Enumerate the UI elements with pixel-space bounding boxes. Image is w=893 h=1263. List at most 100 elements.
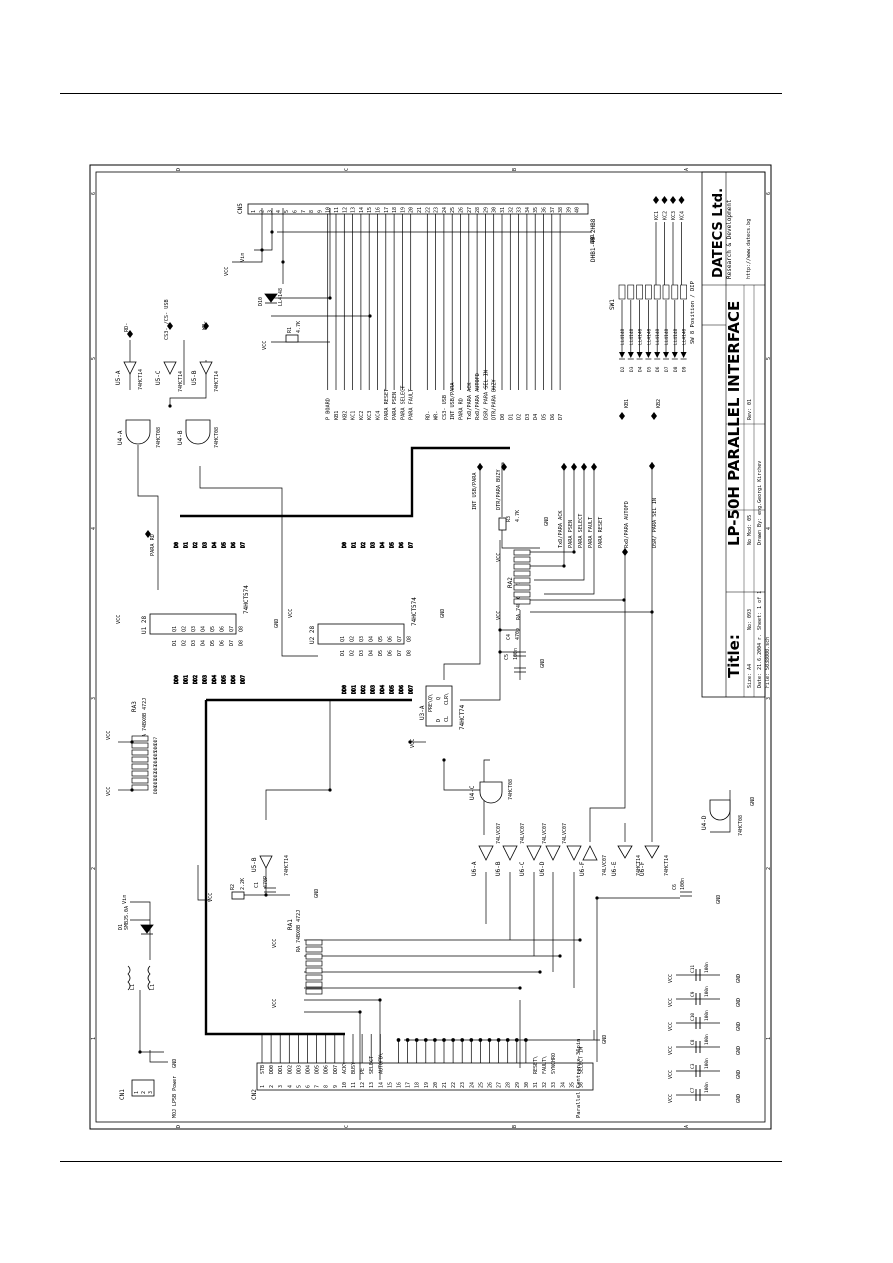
capacitor-symbol xyxy=(695,1041,701,1053)
cn5-signal-label: RxD/PARA AUTOFD xyxy=(475,373,481,420)
cn5-pin: 38 xyxy=(558,207,564,213)
array-resistor xyxy=(305,981,323,988)
net-label: GND xyxy=(440,609,446,618)
junction-dot xyxy=(260,248,264,252)
cn2-pin: 15 xyxy=(387,1082,393,1088)
capacitor-symbol xyxy=(695,993,701,1005)
gnd-label: GND xyxy=(736,1070,742,1079)
data-buses xyxy=(180,446,510,1036)
frame-row-top-C: C xyxy=(344,168,350,171)
net-port-icon xyxy=(591,463,597,471)
u1-dd-label: DD3 xyxy=(203,675,209,684)
diode-part: LL4148 xyxy=(655,328,661,345)
cn5-pin: 32 xyxy=(508,207,514,213)
cn2-pin: 9 xyxy=(333,1085,339,1088)
u2-d-label: D0 xyxy=(342,542,348,548)
cn5-pin: 25 xyxy=(450,207,456,213)
array-resistor xyxy=(305,939,323,946)
chip-u1: U1 28 74HCT574 Q1D1Q2D2Q3D3Q4D4Q5D5Q6D6Q… xyxy=(141,585,250,646)
junction-dot xyxy=(358,1010,362,1014)
u2-d-label: D4 xyxy=(380,542,386,548)
dip-switch-pole xyxy=(645,284,652,300)
cn2-pin: 21 xyxy=(442,1082,448,1088)
svg-text:U4-C: U4-C xyxy=(469,785,476,800)
svg-text:CN5: CN5 xyxy=(237,203,244,214)
cn5-signal-label: KB2 xyxy=(342,411,348,420)
cn2-pin: 5 xyxy=(296,1085,302,1088)
cap-value: 100n xyxy=(704,1034,710,1045)
array-resistor xyxy=(305,953,323,960)
sheet-size: Size: A4 xyxy=(747,664,753,688)
array-resistor xyxy=(131,749,149,756)
net-label: GND xyxy=(602,1035,608,1044)
array-resistor xyxy=(513,598,531,605)
chip-pin-d: D2 xyxy=(350,650,356,656)
junction-dot xyxy=(650,610,654,614)
buffer-u6e xyxy=(566,845,582,861)
chip-pin-d: D4 xyxy=(201,640,207,646)
junction-dot xyxy=(578,938,582,942)
capacitor-symbol xyxy=(695,1089,701,1101)
cn2-signal-label: SELECT xyxy=(369,1056,375,1074)
frame-col-left-4: 4 xyxy=(91,527,97,530)
cn5-pin: 13 xyxy=(351,207,357,213)
net-label: VCC xyxy=(224,267,230,276)
cn2-pin: 6 xyxy=(306,1085,312,1088)
net-port-icon xyxy=(145,530,151,538)
array-resistor xyxy=(131,735,149,742)
array-resistor xyxy=(513,549,531,556)
and-gate-u4d xyxy=(709,799,731,821)
net-port-icon xyxy=(477,463,483,471)
cn2-signal-label: RESET\ xyxy=(533,1056,539,1074)
svg-text:R1: R1 xyxy=(287,327,293,333)
svg-text:74HCT14: 74HCT14 xyxy=(664,855,670,876)
inverter-u6f xyxy=(644,845,660,859)
diode-ref: D7 xyxy=(664,366,670,372)
cn2-pin: 28 xyxy=(506,1082,512,1088)
array-resistor xyxy=(513,570,531,577)
array-net-label: DD2 xyxy=(153,772,159,780)
chip-pin-q: Q3 xyxy=(191,626,197,632)
net-port-icon xyxy=(678,196,685,204)
chip-pin-d: D5 xyxy=(378,650,384,656)
array-net-label: DD1 xyxy=(153,779,159,787)
vcc-label: VCC xyxy=(668,1046,674,1055)
cn5-pin: 29 xyxy=(483,207,489,213)
dip-switch-pole xyxy=(618,284,626,300)
net-port-icon xyxy=(622,548,628,556)
net-label: RD- xyxy=(124,323,130,332)
net-label: GND xyxy=(274,619,280,628)
net-port-icon xyxy=(661,196,668,204)
junction-dot xyxy=(622,598,626,602)
array-net-label: DD6 xyxy=(153,744,159,752)
cn5-pin: 6 xyxy=(293,210,299,213)
svg-text:L1: L1 xyxy=(130,984,136,990)
u2-dd-label: DD6 xyxy=(399,685,405,694)
svg-text:U3-A: U3-A xyxy=(419,705,426,720)
array-resistor xyxy=(305,988,323,995)
junction-dot xyxy=(270,230,274,234)
u2-d-label: D2 xyxy=(361,542,367,548)
cn2-signal-label: PE xyxy=(360,1068,366,1074)
u2-d-label: D6 xyxy=(399,542,405,548)
junction-dot xyxy=(396,1038,401,1042)
dip-switch-pole xyxy=(636,284,643,300)
svg-text:1: 1 xyxy=(134,1091,140,1094)
cn2-pin: 31 xyxy=(533,1082,539,1088)
page-footer-rule xyxy=(60,1161,782,1162)
svg-text:D: D xyxy=(436,719,442,722)
u2-dd-label: DD1 xyxy=(352,685,358,694)
cn5-pin: 30 xyxy=(492,207,498,213)
svg-text:U6-E: U6-E xyxy=(611,861,618,876)
svg-text:74HCT08: 74HCT08 xyxy=(156,427,162,448)
diode-ref: D3 xyxy=(629,366,635,372)
svg-text:U1 28: U1 28 xyxy=(141,616,148,634)
array-resistor xyxy=(131,756,149,763)
junction-dot xyxy=(378,998,382,1002)
svg-text:RA2: RA2 xyxy=(507,577,514,588)
svg-text:Parallel Centronix 36pin: Parallel Centronix 36pin xyxy=(576,1039,582,1118)
title-prefix: Title: xyxy=(725,634,743,678)
junction-dot xyxy=(498,628,502,632)
junction-dot xyxy=(408,740,412,744)
cn5-pin: 15 xyxy=(367,207,373,213)
